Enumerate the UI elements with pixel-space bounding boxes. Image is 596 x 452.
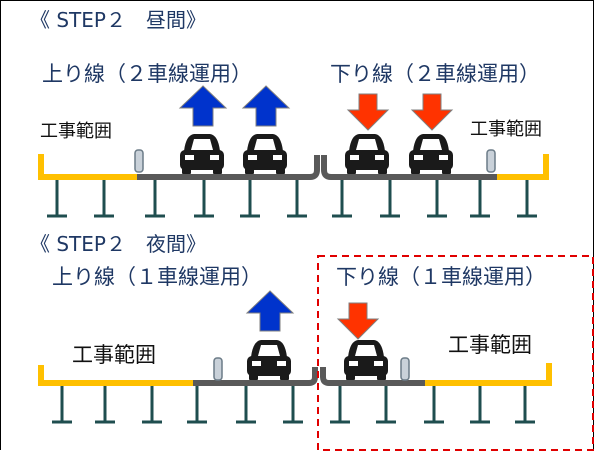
night-construction-left-bar bbox=[38, 365, 193, 386]
day-piers bbox=[45, 178, 539, 218]
night-cone-left-icon bbox=[213, 357, 223, 381]
night-deck bbox=[38, 363, 552, 386]
night-heading: 《 STEP２ 夜間》 bbox=[30, 232, 206, 256]
day-construction-left-bar bbox=[38, 154, 137, 180]
night-construction-right-bar bbox=[425, 363, 552, 386]
day-car-down-2-icon bbox=[409, 134, 453, 174]
night-cone-right-icon bbox=[400, 357, 410, 381]
day-heading: 《 STEP２ 昼間》 bbox=[30, 8, 206, 32]
night-down-label: 下り線（１車線運用） bbox=[336, 265, 546, 289]
day-up-label: 上り線（２車線運用） bbox=[42, 62, 252, 86]
night-construction-left-label: 工事範囲 bbox=[72, 343, 156, 367]
day-arrow-down-2-icon bbox=[411, 93, 453, 131]
day-arrow-down-1-icon bbox=[347, 93, 389, 131]
day-car-up-2-icon bbox=[243, 134, 287, 174]
day-arrow-up-1-icon bbox=[179, 85, 227, 127]
night-down-deck bbox=[320, 367, 425, 386]
day-deck bbox=[38, 154, 549, 180]
day-down-deck bbox=[321, 155, 497, 180]
night-car-up-icon bbox=[247, 340, 291, 380]
day-construction-left-label: 工事範囲 bbox=[40, 121, 112, 142]
night-piers bbox=[50, 384, 537, 424]
day-cone-right-icon bbox=[486, 149, 496, 173]
day-car-down-1-icon bbox=[345, 134, 389, 174]
night-car-down-icon bbox=[344, 340, 388, 380]
day-car-up-1-icon bbox=[180, 134, 224, 174]
day-arrow-up-2-icon bbox=[242, 85, 290, 127]
day-up-deck bbox=[137, 155, 320, 180]
day-construction-right-bar bbox=[497, 154, 549, 180]
day-cone-left-icon bbox=[134, 149, 144, 173]
night-down-highlight-box bbox=[317, 255, 594, 451]
night-arrow-up-icon bbox=[246, 290, 294, 332]
night-construction-right-label: 工事範囲 bbox=[448, 333, 532, 357]
day-down-label: 下り線（２車線運用） bbox=[330, 62, 540, 86]
night-arrow-down-icon bbox=[337, 302, 379, 340]
night-up-label: 上り線（１車線運用） bbox=[52, 265, 262, 289]
day-construction-right-label: 工事範囲 bbox=[470, 119, 542, 140]
night-up-deck bbox=[193, 367, 318, 386]
